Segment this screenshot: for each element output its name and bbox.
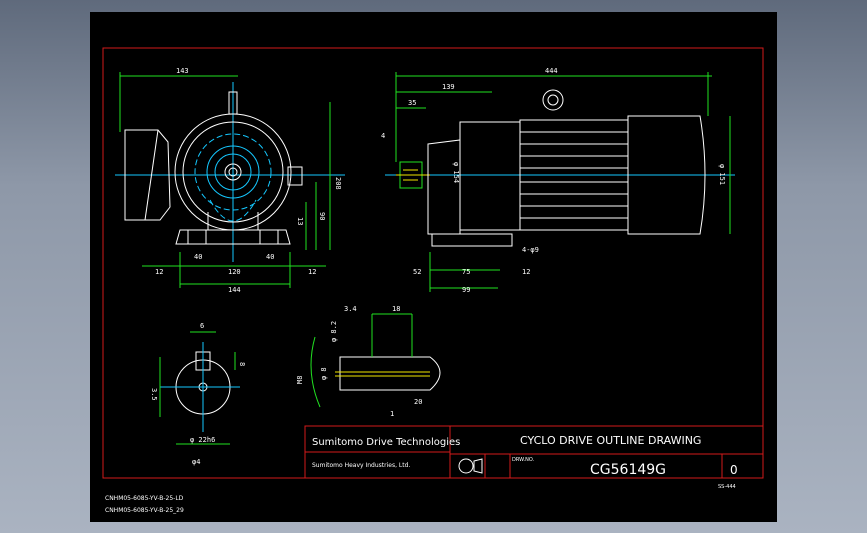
dim-side-139: 139: [442, 83, 455, 91]
drawing-number: CG56149G: [590, 462, 666, 478]
dim-side-b1: 52: [413, 268, 421, 276]
dim-front-b4: 40: [266, 253, 274, 261]
title-block: Sumitomo Drive Technologies Sumitomo Hea…: [304, 425, 764, 490]
cad-drawing: 143 208 13 90 12 40 120 40 12 144: [102, 47, 764, 514]
dim-key-width: 6: [200, 322, 204, 330]
drawing-sheet: 143 208 13 90 12 40 120 40 12 144: [90, 12, 777, 522]
dim-key-dia: φ 22h6: [190, 436, 215, 444]
dim-side-b-right: 12: [522, 268, 530, 276]
sheet-code: SS-444: [718, 484, 736, 490]
dim-side-b-total: 99: [462, 286, 470, 294]
dim-detail-dia: φ 8.2: [330, 321, 338, 342]
key-detail: 6 8 3.5 φ 22h6 φ4: [150, 322, 246, 466]
dim-side-ref: 4: [381, 132, 385, 140]
dim-front-top: 143: [176, 67, 189, 75]
dim-detail-34: 3.4: [344, 305, 357, 313]
drw-no-label: DRW.NO.: [512, 457, 535, 463]
dim-key-left: 3.5: [150, 388, 158, 401]
dim-front-height: 208: [334, 177, 342, 190]
dim-detail-left: φ 8: [320, 367, 328, 380]
company-sub: Sumitomo Heavy Industries, Ltd.: [312, 462, 410, 469]
detail-label-1: M8: [296, 376, 304, 384]
dim-key-depth: 8: [238, 362, 246, 366]
dim-front-right-2: 90: [318, 212, 326, 220]
revision: 0: [730, 463, 738, 477]
dim-detail-18: 18: [392, 305, 400, 313]
dim-side-35: 35: [408, 99, 416, 107]
dim-front-b3: 120: [228, 268, 241, 276]
side-view: 444 139 35 φ 154 φ 151 52 75 99 12 4-φ9 …: [381, 67, 735, 294]
detail-label-2: 20: [414, 398, 422, 406]
dim-front-right-1: 13: [296, 217, 304, 225]
detail-label-3: 1: [390, 410, 394, 418]
dim-side-hole: 4-φ9: [522, 246, 539, 254]
dim-side-total: 444: [545, 67, 558, 75]
dim-front-total: 144: [228, 286, 241, 294]
front-view: 143 208 13 90 12 40 120 40 12 144: [115, 67, 345, 294]
model-code-2: CNHM05-6085-YV-B-25_29: [105, 507, 184, 514]
company-main: Sumitomo Drive Technologies: [312, 437, 460, 448]
dim-side-dia-motor: φ 151: [718, 164, 726, 185]
key-label: φ4: [192, 458, 200, 466]
dim-side-b2: 75: [462, 268, 470, 276]
fan-cover: [627, 115, 706, 235]
dim-front-b2: 40: [194, 253, 202, 261]
dim-side-dia-shaft: φ 154: [452, 162, 460, 183]
drawing-title: CYCLO DRIVE OUTLINE DRAWING: [520, 434, 701, 447]
shaft-end-detail: 3.4 18 φ 8.2 φ 8 M8 20 1: [296, 305, 441, 418]
dim-front-b1: 12: [155, 268, 163, 276]
dim-front-b5: 12: [308, 268, 316, 276]
model-code-1: CNHM05-6085-YV-B-25-LD: [105, 495, 184, 502]
